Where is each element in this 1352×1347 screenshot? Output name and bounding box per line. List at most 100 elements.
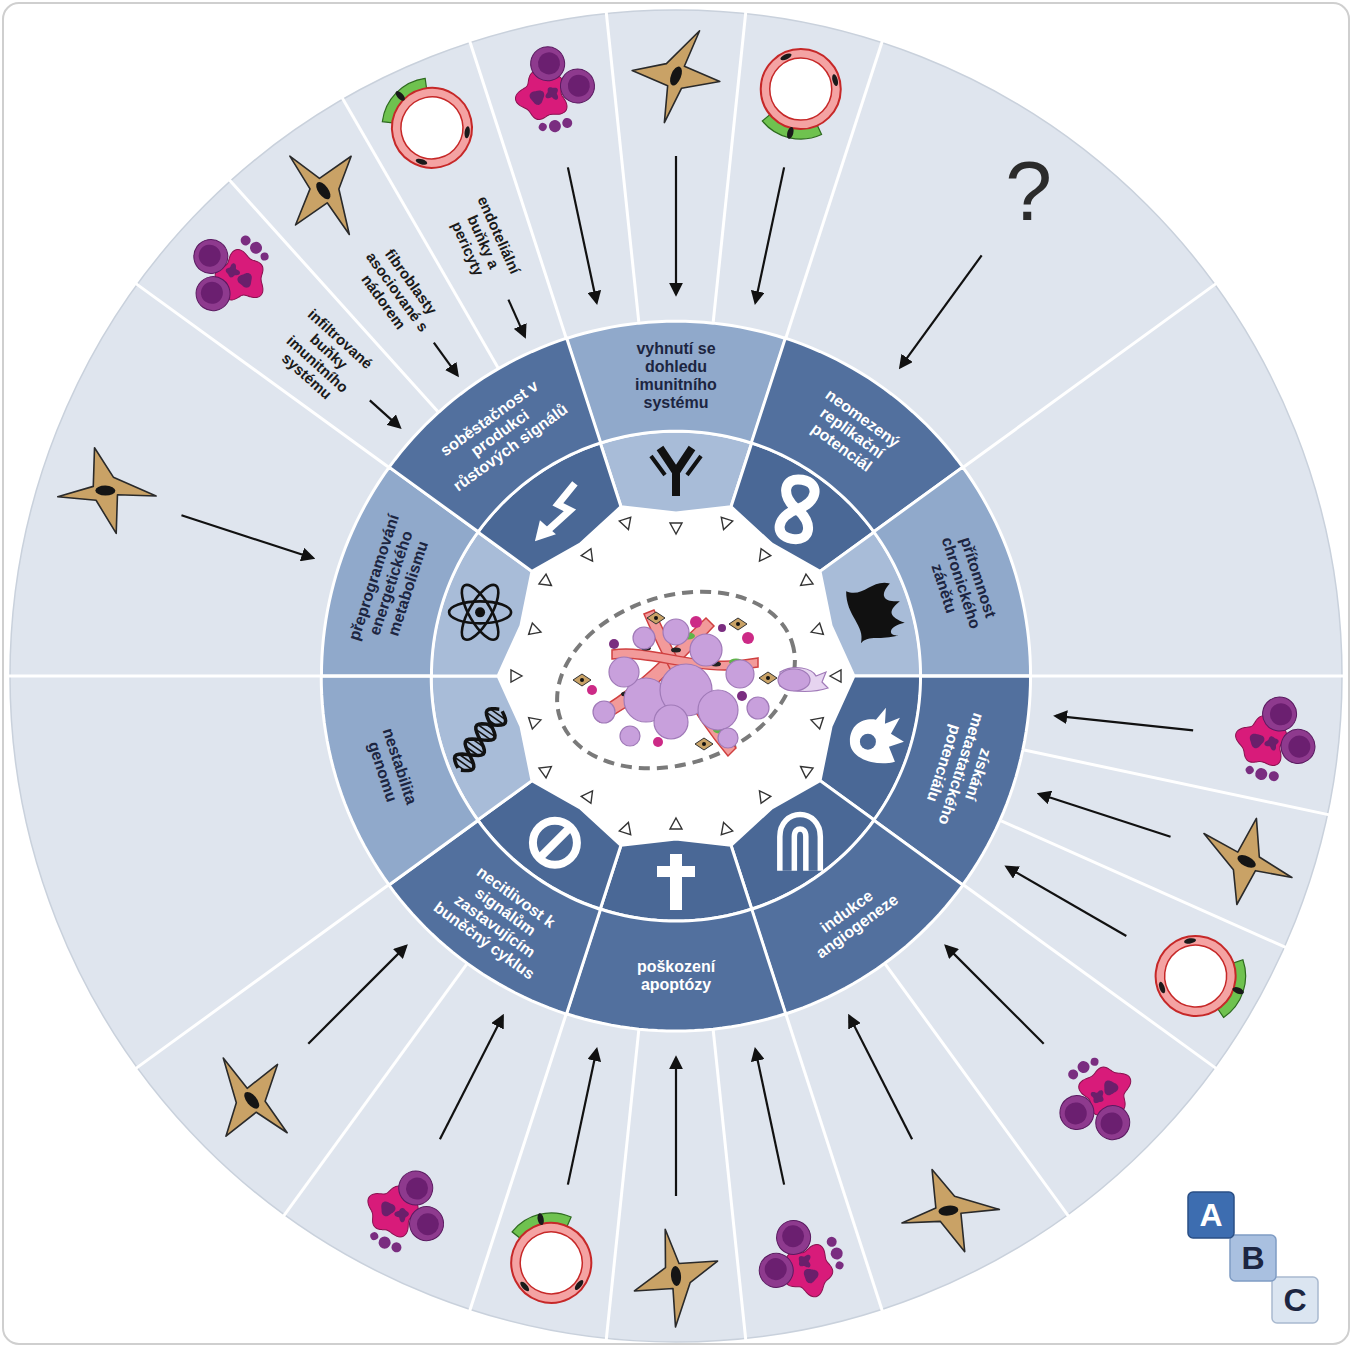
immune-cells <box>801 1266 820 1285</box>
immune-cells <box>564 71 594 101</box>
fibroblast <box>616 1215 735 1336</box>
ring-divider <box>136 885 388 1068</box>
tumor <box>690 634 722 666</box>
influence-arrow <box>901 255 982 367</box>
endothelial-vessel <box>415 158 428 167</box>
hallmark-icon <box>455 580 505 645</box>
hallmark-icon <box>535 483 575 541</box>
immune-cells <box>237 272 254 289</box>
icon-ring <box>600 839 751 921</box>
ring-divider <box>606 1030 639 1340</box>
fibroblast <box>630 28 721 124</box>
inward-marker <box>619 821 634 835</box>
immune-cells <box>537 122 548 133</box>
immune-cells <box>197 243 222 268</box>
fibroblast <box>1195 812 1299 912</box>
immune-cells <box>413 1210 442 1239</box>
tumor <box>593 701 615 723</box>
tumor <box>663 619 689 645</box>
immune-cells <box>754 1248 798 1292</box>
immune-cells <box>191 237 230 276</box>
immune-cells <box>403 1174 432 1203</box>
tumor <box>702 742 706 746</box>
fibroblast <box>670 1266 682 1287</box>
immune-cells <box>1220 690 1325 793</box>
influence-arrow <box>946 946 1044 1044</box>
fibroblast <box>887 1151 1010 1272</box>
tumor <box>534 562 828 797</box>
immune-cells <box>543 84 562 103</box>
influence-arrow <box>849 1016 912 1139</box>
sector-outline <box>864 462 1048 708</box>
hallmark-icon <box>450 704 509 776</box>
immune-cells <box>378 1199 397 1218</box>
tumor <box>737 691 747 701</box>
inward-marker <box>619 517 634 531</box>
influence-arrow <box>1007 867 1127 936</box>
immune-cells <box>1057 1054 1140 1143</box>
hallmark-icon <box>540 828 570 858</box>
immune-cells <box>534 48 564 78</box>
immune-cells <box>502 40 603 143</box>
logo <box>1188 1192 1318 1323</box>
fibroblast <box>887 1151 1010 1272</box>
endothelial-vessel <box>831 74 839 87</box>
immune-cells <box>1093 1103 1132 1142</box>
frame <box>3 3 1349 1344</box>
immune-cells <box>1263 734 1282 753</box>
hallmark-icon <box>455 580 505 645</box>
hallmark-icon <box>449 601 511 623</box>
hallmark-icon <box>533 821 577 865</box>
tumor <box>534 562 818 797</box>
tumor <box>742 632 754 644</box>
logo-letter: C <box>1283 1284 1306 1316</box>
hallmark-icon <box>787 822 813 871</box>
tumor <box>747 697 769 719</box>
tumor <box>698 690 738 730</box>
hallmark-icon <box>651 448 701 496</box>
endothelial-vessel <box>779 52 792 62</box>
immune-cells <box>1063 1101 1088 1126</box>
endothelial-vessel <box>519 1280 531 1292</box>
inward-marker <box>755 549 771 565</box>
immune-cells <box>834 1260 844 1270</box>
tumor <box>594 618 714 722</box>
immune-cells <box>369 1231 379 1241</box>
endothelial-vessel <box>744 33 857 146</box>
fibroblast <box>1235 852 1257 870</box>
immune-cells <box>779 1222 808 1251</box>
endothelial-vessel <box>501 1212 602 1313</box>
fibroblast <box>190 1039 315 1162</box>
immune-cells <box>1057 1093 1096 1132</box>
immune-cells <box>390 1241 403 1254</box>
tumor <box>587 685 597 695</box>
hallmark-icon <box>533 821 577 865</box>
immune-cells <box>1274 723 1321 770</box>
hallmark-icon <box>844 576 910 647</box>
hallmark-sector: nestabilita genomu <box>352 697 429 841</box>
tumor <box>736 622 740 626</box>
hallmark-icon <box>844 576 910 647</box>
immune-cells <box>187 230 276 313</box>
ring-divider <box>283 964 466 1216</box>
ring-divider <box>1032 675 1344 678</box>
inward-marker <box>830 670 841 682</box>
inward-marker <box>718 821 733 835</box>
hallmark-icon <box>450 704 509 776</box>
hallmark-sector: poškození apoptózy <box>606 958 746 994</box>
icon-ring <box>600 431 751 513</box>
immune-cells <box>527 87 547 107</box>
inward-marker <box>755 787 771 803</box>
logo <box>1272 1277 1318 1323</box>
hallmark-sector: získání metastatického potenciálu <box>914 694 1008 844</box>
influence-arrow <box>181 156 1193 1196</box>
endothelial-vessel <box>1231 986 1244 996</box>
tumor <box>633 627 655 649</box>
immune-cells <box>1090 1057 1099 1066</box>
immune-cells <box>1244 765 1255 776</box>
fibroblast <box>260 128 386 253</box>
inward-marker <box>581 549 597 565</box>
fibroblast <box>190 1039 315 1162</box>
hallmark-sector: vyhnutí se dohledu imunitního systému <box>606 340 746 412</box>
